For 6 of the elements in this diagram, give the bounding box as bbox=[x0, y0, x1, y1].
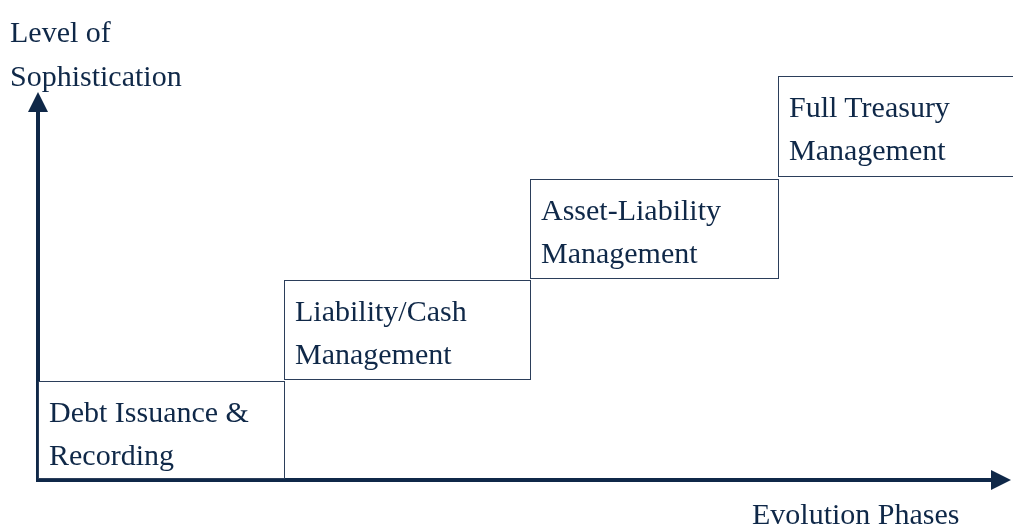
step-box: Full Treasury Management bbox=[778, 76, 1013, 177]
step-box: Asset-Liability Management bbox=[530, 179, 779, 279]
step-box: Debt Issuance & Recording bbox=[38, 381, 285, 479]
step-box: Liability/Cash Management bbox=[284, 280, 531, 380]
axis-title: Evolution Phases bbox=[752, 496, 961, 530]
axis-title: Level of Sophistication bbox=[10, 14, 183, 94]
